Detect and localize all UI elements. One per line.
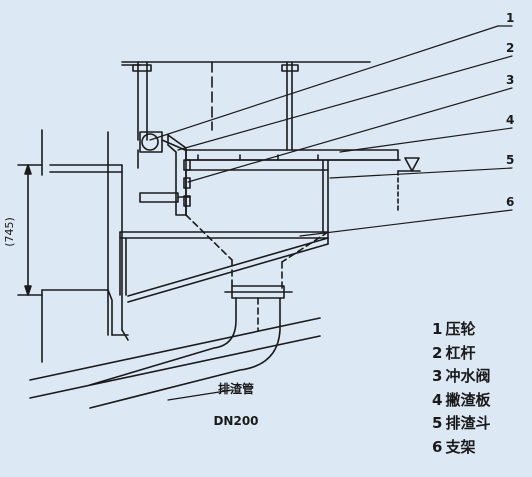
legend-text: 撇渣板 xyxy=(445,390,491,409)
callout-3: 3 xyxy=(506,73,514,87)
callout-5: 5 xyxy=(506,153,514,167)
water-level-mark xyxy=(397,157,421,211)
legend-number: 4 xyxy=(432,390,443,409)
callout-2: 2 xyxy=(506,41,514,55)
legend-number: 2 xyxy=(432,343,443,362)
discharge-pipe xyxy=(29,285,321,409)
callout-1: 1 xyxy=(506,11,514,25)
legend-text: 杠杆 xyxy=(445,343,476,362)
legend-number: 6 xyxy=(432,437,443,456)
callout-6: 6 xyxy=(506,195,514,209)
dimension-label: (745) xyxy=(3,217,16,247)
hanger-rods xyxy=(132,61,299,151)
leader-lines xyxy=(149,25,513,401)
pipe-size-label: DN200 xyxy=(213,414,258,428)
callout-4: 4 xyxy=(506,113,514,127)
legend-number: 5 xyxy=(432,414,443,432)
legend-number: 3 xyxy=(432,367,443,385)
top-beam xyxy=(121,61,371,66)
legend-text: 压轮 xyxy=(445,320,476,338)
pipe-label: 排渣管 xyxy=(218,381,254,396)
flush-valve xyxy=(139,192,191,203)
support-frame xyxy=(119,231,329,303)
slag-hopper xyxy=(185,159,329,291)
legend-number: 1 xyxy=(432,320,443,338)
tank-wall xyxy=(41,129,129,363)
dimension-line xyxy=(17,164,43,296)
legend-text: 冲水阀 xyxy=(445,367,491,385)
legend-text: 支架 xyxy=(445,437,476,456)
skimmer-plate xyxy=(185,149,401,161)
legend-text: 排渣斗 xyxy=(445,414,491,432)
